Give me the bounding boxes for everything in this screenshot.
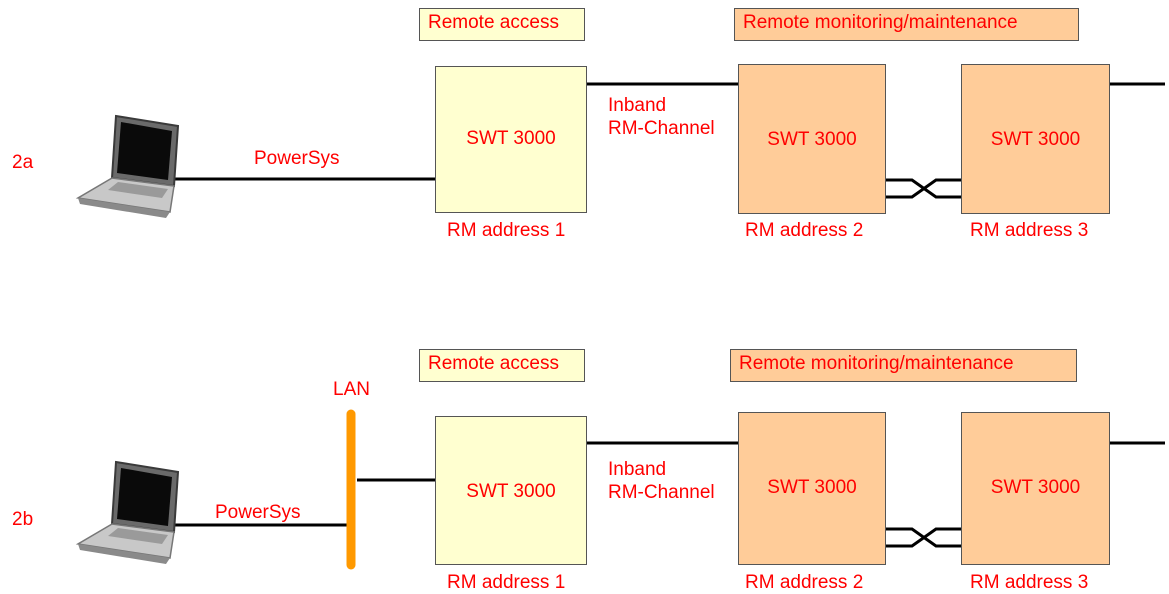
device-name: SWT 3000 (990, 129, 1081, 150)
crossover-link-2a (886, 178, 962, 199)
device-name: SWT 3000 (767, 477, 857, 498)
swt-device-1-2b: SWT 3000 (435, 416, 587, 565)
laptop-icon (75, 114, 180, 218)
swt-device-3-2b: SWT 3000 (961, 412, 1110, 565)
powersys-label-2a: PowerSys (254, 148, 340, 169)
scenario-label-2b: 2b (12, 509, 34, 530)
remote-monitoring-heading-2b: Remote monitoring/maintenance (730, 349, 1077, 382)
scenario-2a-lines (172, 82, 1165, 199)
device-name: SWT 3000 (990, 477, 1081, 498)
inband-label-2b: Inband (608, 459, 667, 480)
lan-label: LAN (333, 379, 370, 400)
address-label-1-2a: RM address 1 (447, 220, 566, 241)
rm-channel-label-2b: RM-Channel (608, 482, 715, 503)
inband-label-2a: Inband (608, 95, 667, 116)
address-label-2-2b: RM address 2 (745, 572, 864, 593)
swt-device-2-2a: SWT 3000 (738, 64, 886, 214)
address-label-1-2b: RM address 1 (447, 572, 566, 593)
swt-device-2-2b: SWT 3000 (738, 412, 886, 565)
remote-access-heading-2a: Remote access (419, 8, 585, 41)
address-label-2-2a: RM address 2 (745, 220, 864, 241)
device-name: SWT 3000 (466, 128, 556, 149)
rm-channel-label-2a: RM-Channel (608, 118, 715, 139)
device-name: SWT 3000 (767, 129, 857, 150)
powersys-label-2b: PowerSys (215, 502, 301, 523)
scenario-label-2a: 2a (12, 152, 34, 173)
address-label-3-2a: RM address 3 (970, 220, 1089, 241)
crossover-link-2b (886, 527, 962, 548)
device-name: SWT 3000 (466, 481, 556, 502)
remote-monitoring-heading-2a: Remote monitoring/maintenance (734, 8, 1079, 41)
address-label-3-2b: RM address 3 (970, 572, 1089, 593)
remote-access-heading-2b: Remote access (419, 349, 585, 382)
scenario-2b-lines (172, 409, 1165, 570)
swt-device-3-2a: SWT 3000 (961, 64, 1110, 214)
swt-device-1-2a: SWT 3000 (435, 66, 587, 213)
laptop-icon (75, 460, 180, 564)
